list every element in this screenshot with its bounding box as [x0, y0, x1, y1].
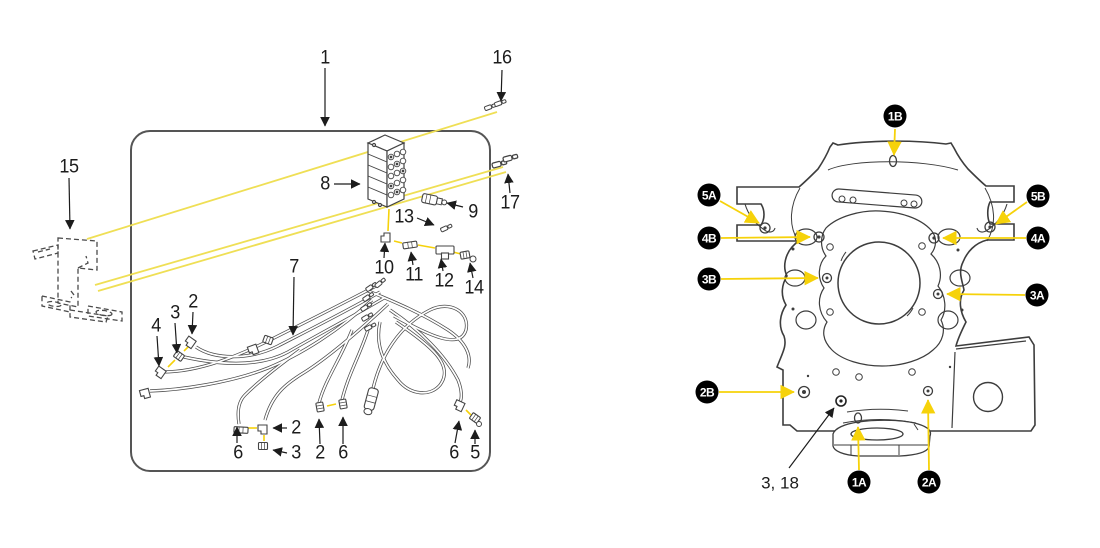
callout-label: 3	[291, 442, 301, 464]
location-badge-1B: 1B	[883, 104, 907, 128]
callout-label: 2	[315, 442, 325, 464]
bolt-ring	[818, 210, 946, 367]
location-badge-3A: 3A	[1025, 283, 1049, 307]
callout-label: 16	[492, 47, 512, 69]
callout-label: 8	[320, 173, 330, 195]
callout-label: 1	[320, 47, 330, 69]
hose-fittings	[138, 98, 519, 451]
callout-label: 14	[464, 277, 484, 299]
callout-label: 7	[289, 256, 299, 278]
callout-label: 2	[291, 417, 301, 439]
callout-label: 6	[338, 442, 348, 464]
callout-label: 15	[59, 156, 79, 178]
grease-nipples	[387, 148, 407, 199]
note-leader	[788, 407, 835, 469]
callout-label: 2	[188, 291, 198, 313]
note-label: 3, 18	[761, 473, 799, 493]
badge-leaders	[719, 128, 1028, 471]
location-badge-5A: 5A	[697, 183, 721, 207]
bulkhead-connector	[363, 387, 379, 416]
location-badge-4B: 4B	[697, 226, 721, 250]
callout-label: 13	[394, 206, 414, 228]
location-badge-2B: 2B	[695, 380, 719, 404]
callout-label: 11	[405, 264, 423, 286]
location-badge-1A: 1A	[847, 470, 871, 494]
callout-label: 5	[470, 442, 480, 464]
callout-label: 9	[468, 201, 478, 223]
exploded-view-box	[130, 130, 491, 472]
location-badge-2A: 2A	[917, 470, 941, 494]
callout-label: 6	[233, 442, 243, 464]
location-badge-4A: 4A	[1026, 226, 1050, 250]
callout-label: 6	[449, 442, 459, 464]
frame-rear-view	[736, 140, 1036, 457]
location-badge-3B: 3B	[697, 267, 721, 291]
grease-coupler	[421, 193, 448, 206]
callout-label: 10	[374, 257, 394, 279]
callout-label: 12	[434, 270, 454, 292]
callout-label: 17	[500, 192, 520, 214]
manifold-block	[366, 134, 407, 208]
frame-outline	[736, 140, 1036, 432]
mounting-bracket	[32, 237, 123, 323]
location-badge-5B: 5B	[1026, 184, 1050, 208]
grease-hoses	[86, 111, 507, 292]
callout-label: 3	[170, 302, 180, 324]
callout-leaders	[65, 68, 514, 457]
hose-bundle	[148, 284, 471, 426]
callout-label: 4	[151, 315, 161, 337]
